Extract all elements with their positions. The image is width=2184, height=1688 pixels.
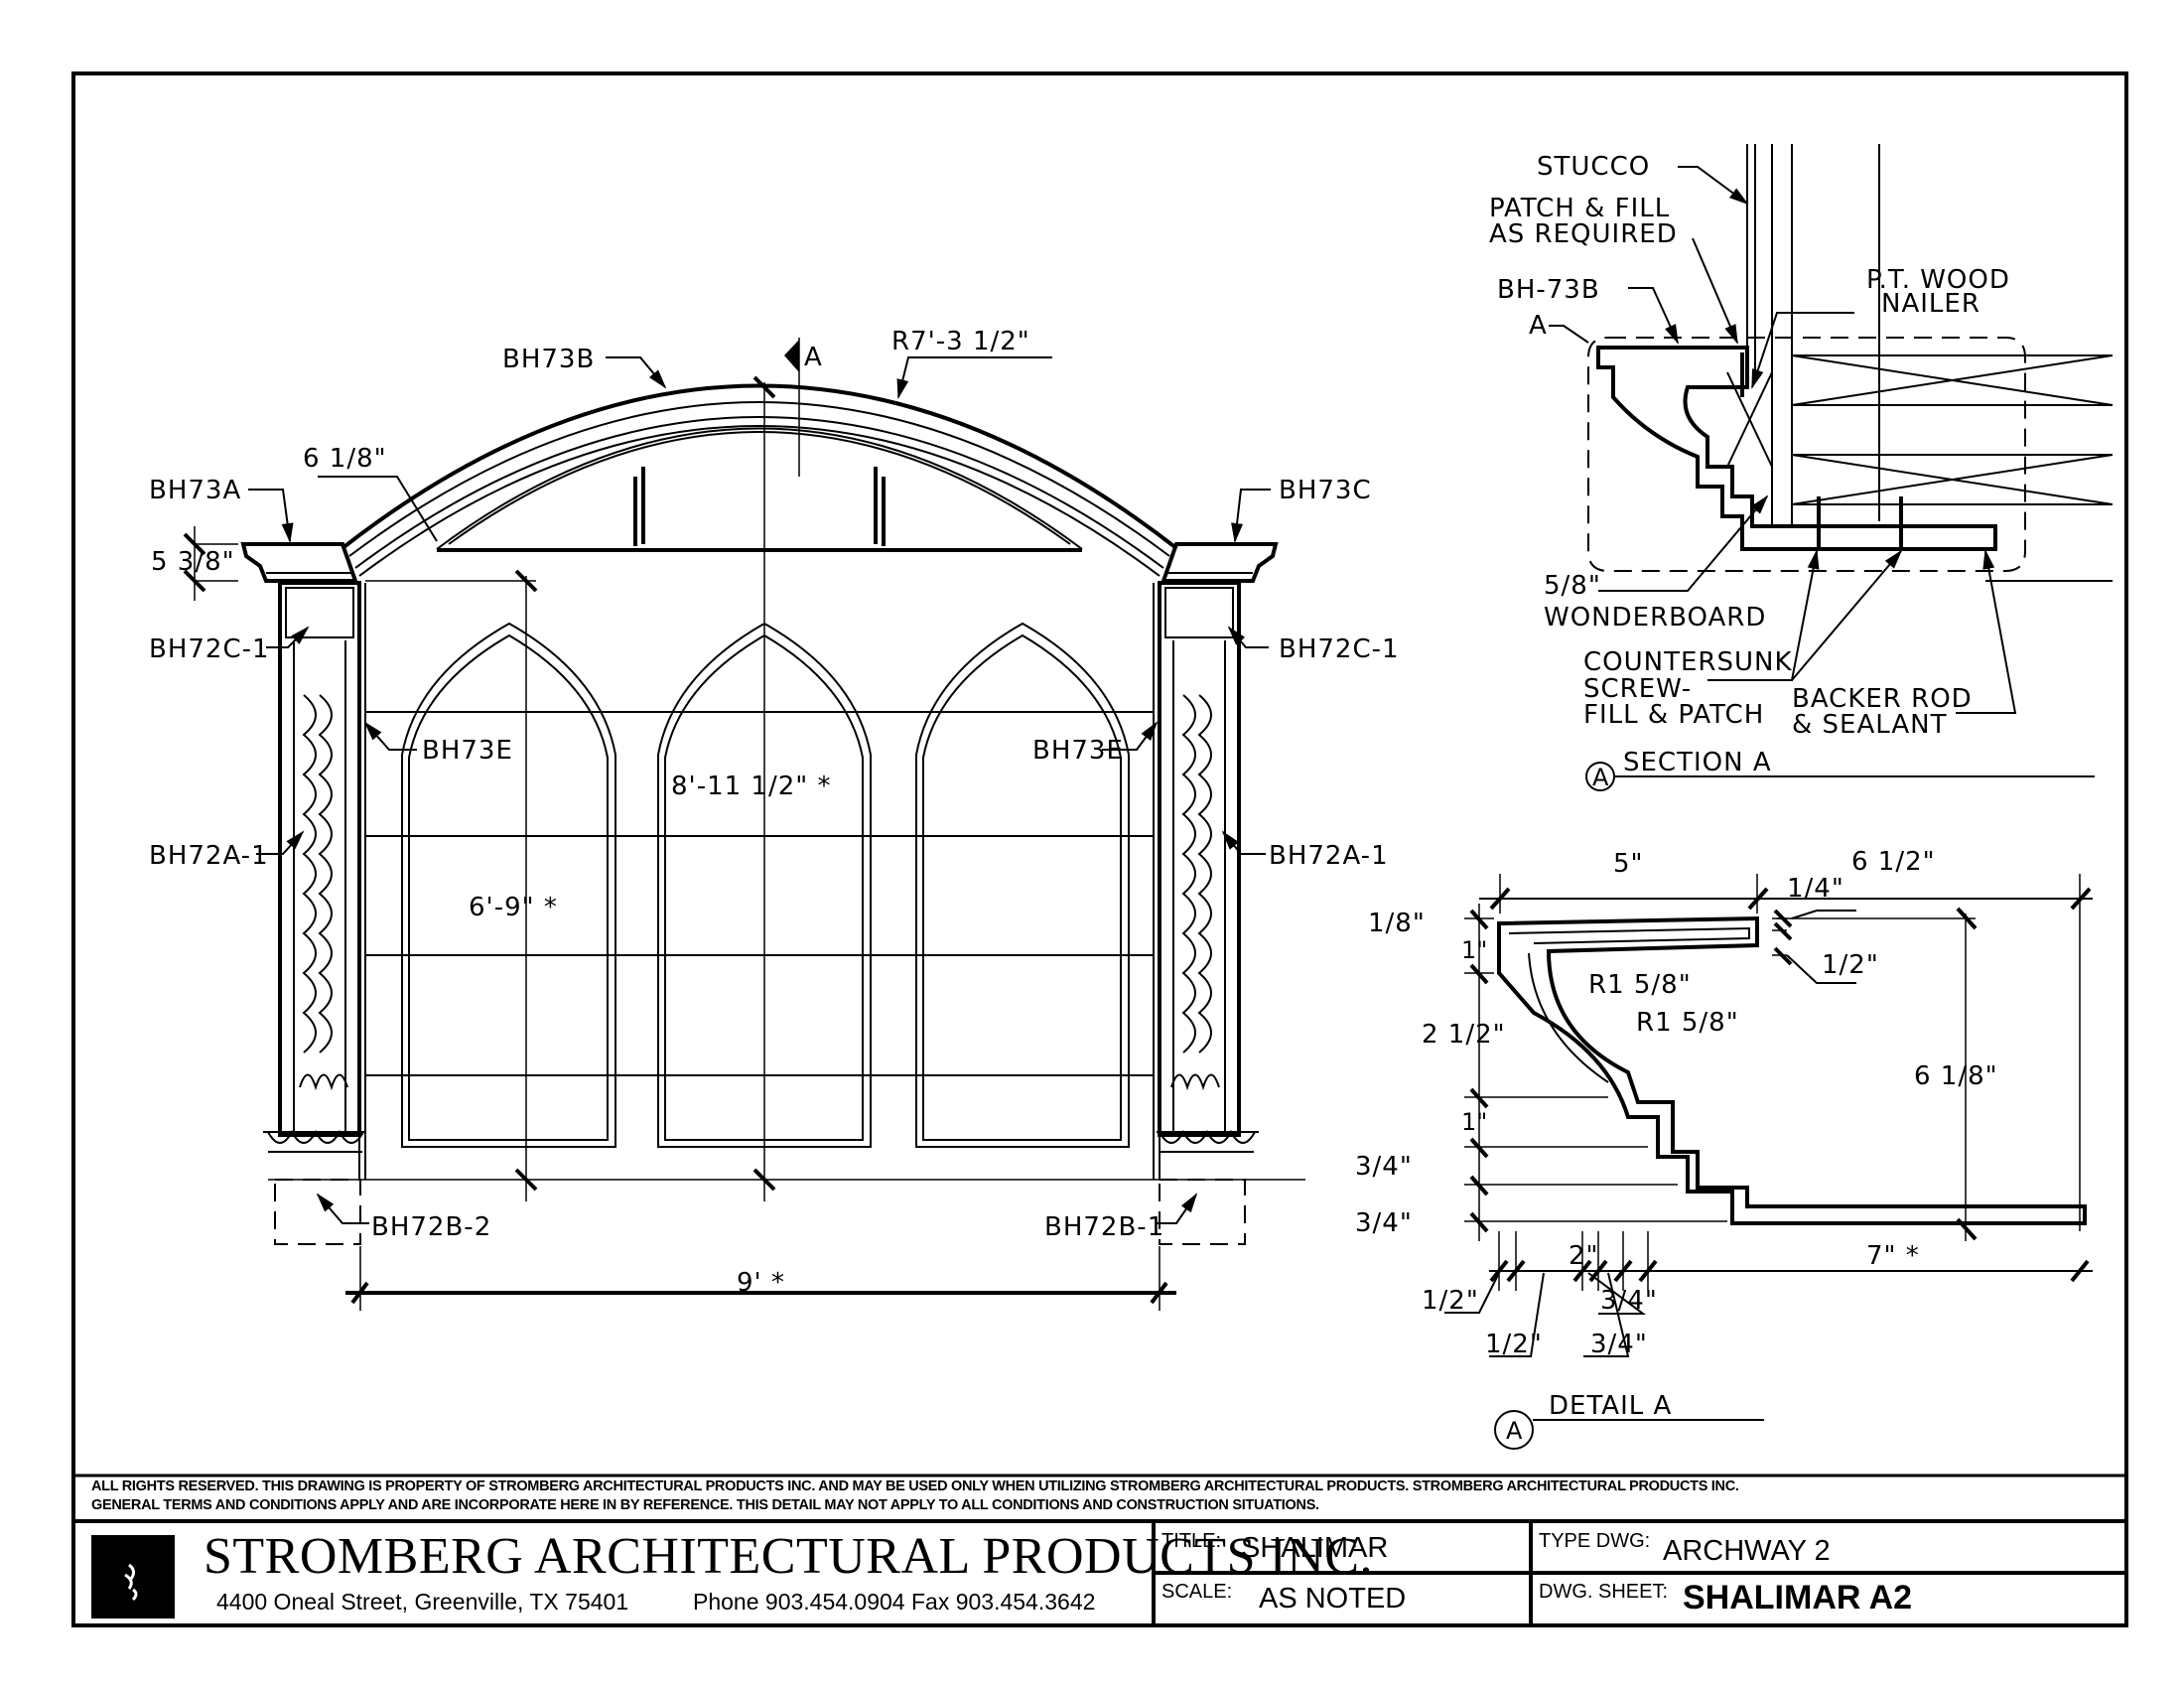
company-name: STROMBERG ARCHITECTURAL PRODUCTS INC. [204,1528,1374,1585]
label-patch-fill-1: PATCH & FILL [1489,194,1670,223]
legal-note-line-1: ALL RIGHTS RESERVED. THIS DRAWING IS PRO… [91,1478,1739,1494]
dwg-sheet-value: SHALIMAR A2 [1683,1579,1913,1617]
dim-1b: 1" [1461,1108,1487,1136]
dim-radius-1: R1 5/8" [1588,970,1692,1000]
detail-a-drawing [1444,874,2093,1450]
label-bh72a-right: BH72A-1 [1269,841,1389,871]
scale-key: SCALE: [1161,1581,1233,1603]
dim-3-4-d: 3/4" [1590,1330,1648,1359]
label-detail-ref: A [1529,311,1548,341]
dim-6-1-2: 6 1/2" [1851,847,1936,877]
label-bh72b-left: BH72B-2 [371,1212,491,1242]
label-fill-patch: FILL & PATCH [1583,700,1764,730]
section-marker-a: A [804,343,823,372]
dim-arch-width: 6 1/8" [303,444,387,474]
label-sealant: & SEALANT [1792,710,1947,740]
dim-1a: 1" [1461,936,1487,964]
flame-logo-icon [124,1563,138,1602]
dim-overall-width: 9' * [737,1268,785,1298]
label-backer-rod: BACKER ROD [1792,684,1973,714]
dim-arch-radius: R7'-3 1/2" [891,327,1030,356]
dim-overall-height: 8'-11 1/2" * [671,772,832,801]
label-nailer: NAILER [1881,289,1980,319]
scale-value: AS NOTED [1259,1583,1407,1615]
label-wonderboard-size: 5/8" [1544,571,1601,601]
label-wonderboard: WONDERBOARD [1544,603,1766,633]
label-stucco: STUCCO [1537,152,1650,182]
dim-1-8: 1/8" [1368,909,1426,938]
title-key: TITLE: [1161,1530,1222,1552]
company-address: 4400 Oneal Street, Greenville, TX 75401 [216,1589,629,1615]
dim-2-1-2: 2 1/2" [1422,1020,1506,1050]
dim-1-2-lip: 1/2" [1822,950,1879,980]
dim-3-4a: 3/4" [1355,1152,1413,1182]
dim-cornice-height: 5 3/8" [151,547,235,577]
label-patch-fill-2: AS REQUIRED [1489,219,1678,249]
label-bh73e-right: BH73E [1032,736,1124,766]
dim-1-4: 1/4" [1787,874,1844,904]
dim-7: 7" * [1866,1241,1920,1271]
label-bh73b: BH73B [502,345,595,374]
label-screw: SCREW- [1583,674,1692,704]
detail-a-title: DETAIL A [1549,1391,1672,1421]
type-dwg-key: TYPE DWG: [1539,1530,1651,1552]
label-bh72c-right: BH72C-1 [1279,634,1400,664]
company-phone-fax: Phone 903.454.0904 Fax 903.454.3642 [693,1589,1096,1615]
section-a-drawing [1549,144,2114,791]
title-value: SHALIMAR [1241,1532,1389,1564]
dim-5: 5" [1613,849,1644,879]
dwg-sheet-key: DWG. SHEET: [1539,1581,1669,1603]
dim-6-1-8: 6 1/8" [1914,1061,1998,1091]
dim-1-2-a: 1/2" [1422,1286,1479,1316]
dim-radius-2: R1 5/8" [1636,1008,1739,1038]
detail-a-marker: A [1506,1417,1523,1445]
type-dwg-value: ARCHWAY 2 [1663,1535,1831,1567]
section-a-marker: A [1592,764,1609,791]
company-logo [91,1535,175,1618]
legal-note-line-2: GENERAL TERMS AND CONDITIONS APPLY AND A… [91,1497,1319,1513]
label-bh73e-left: BH73E [422,736,513,766]
label-bh73a: BH73A [149,476,241,505]
label-pt-wood: P.T. WOOD [1866,265,2010,295]
label-bh73c: BH73C [1279,476,1372,505]
label-bh72b-right: BH72B-1 [1044,1212,1164,1242]
dim-2: 2" [1569,1241,1599,1271]
dim-3-4-c: 3/4" [1600,1286,1658,1316]
label-bh72a-left: BH72A-1 [149,841,269,871]
label-countersunk: COUNTERSUNK [1583,647,1793,677]
dim-3-4b: 3/4" [1355,1208,1413,1238]
label-bh-73b: BH-73B [1497,275,1600,305]
dim-window-height: 6'-9" * [469,893,558,922]
archway-elevation [183,338,1305,1311]
dim-1-2-b: 1/2" [1485,1330,1543,1359]
section-a-title: SECTION A [1623,748,1772,777]
label-bh72c-left: BH72C-1 [149,634,270,664]
sheet-border [71,71,2128,1627]
